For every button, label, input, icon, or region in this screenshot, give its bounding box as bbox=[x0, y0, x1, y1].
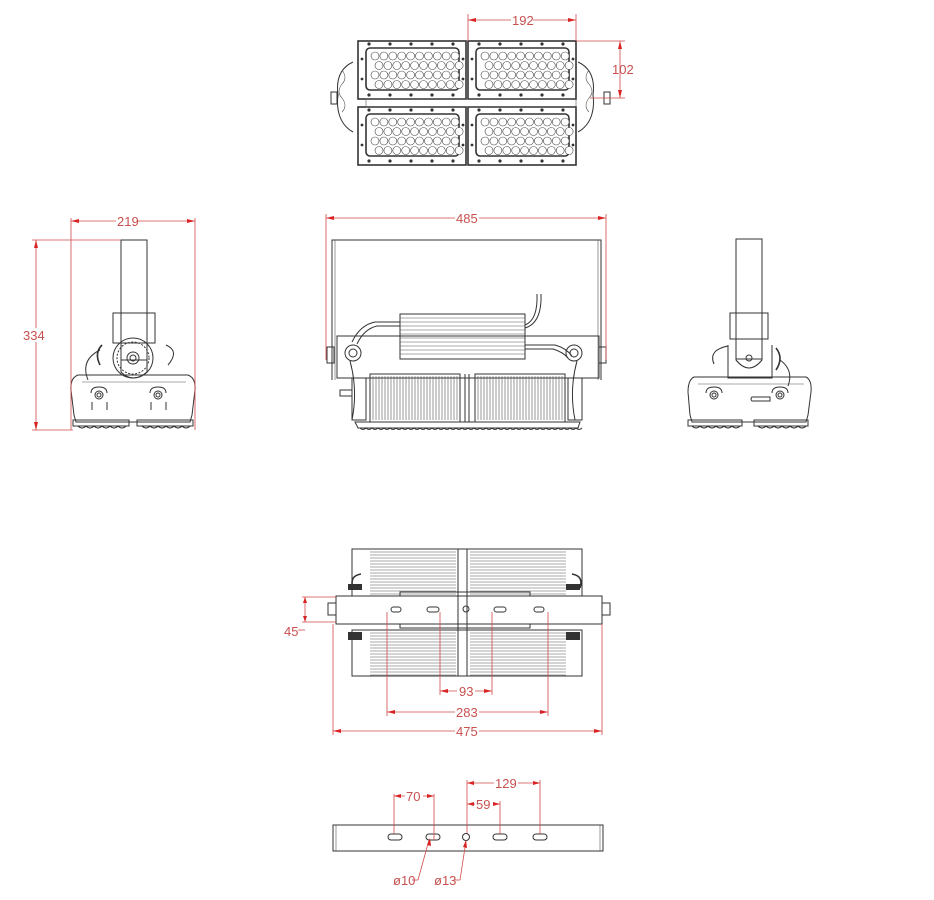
dim-back-overall-width: 475 bbox=[456, 724, 478, 739]
dim-module-height: 102 bbox=[612, 62, 634, 77]
top-view: 192 102 bbox=[330, 12, 634, 166]
front-view: 485 bbox=[325, 210, 607, 430]
dim-bracket-height: 45 bbox=[284, 624, 298, 639]
dim-bracket-inner-spacing: 59 bbox=[476, 797, 490, 812]
dim-side-width: 219 bbox=[117, 214, 139, 229]
dim-bracket-slot-spacing: 70 bbox=[406, 789, 420, 804]
left-side-view: 219 334 bbox=[22, 213, 196, 431]
dim-side-height: 334 bbox=[23, 328, 45, 343]
dim-module-width: 192 bbox=[512, 13, 534, 28]
right-side-view bbox=[687, 238, 812, 429]
dim-bracket-outer-spacing: 129 bbox=[495, 776, 517, 791]
dim-slot-diameter: ø10 bbox=[393, 873, 415, 888]
dim-front-width: 485 bbox=[456, 211, 478, 226]
bracket-detail: 70 129 59 ø10 ø13 bbox=[332, 776, 604, 888]
back-view: 45 93 283 475 bbox=[284, 548, 611, 739]
dim-center-hole-diameter: ø13 bbox=[434, 873, 456, 888]
dim-outer-slot-spacing: 283 bbox=[456, 705, 478, 720]
dim-inner-slot-spacing: 93 bbox=[459, 684, 473, 699]
